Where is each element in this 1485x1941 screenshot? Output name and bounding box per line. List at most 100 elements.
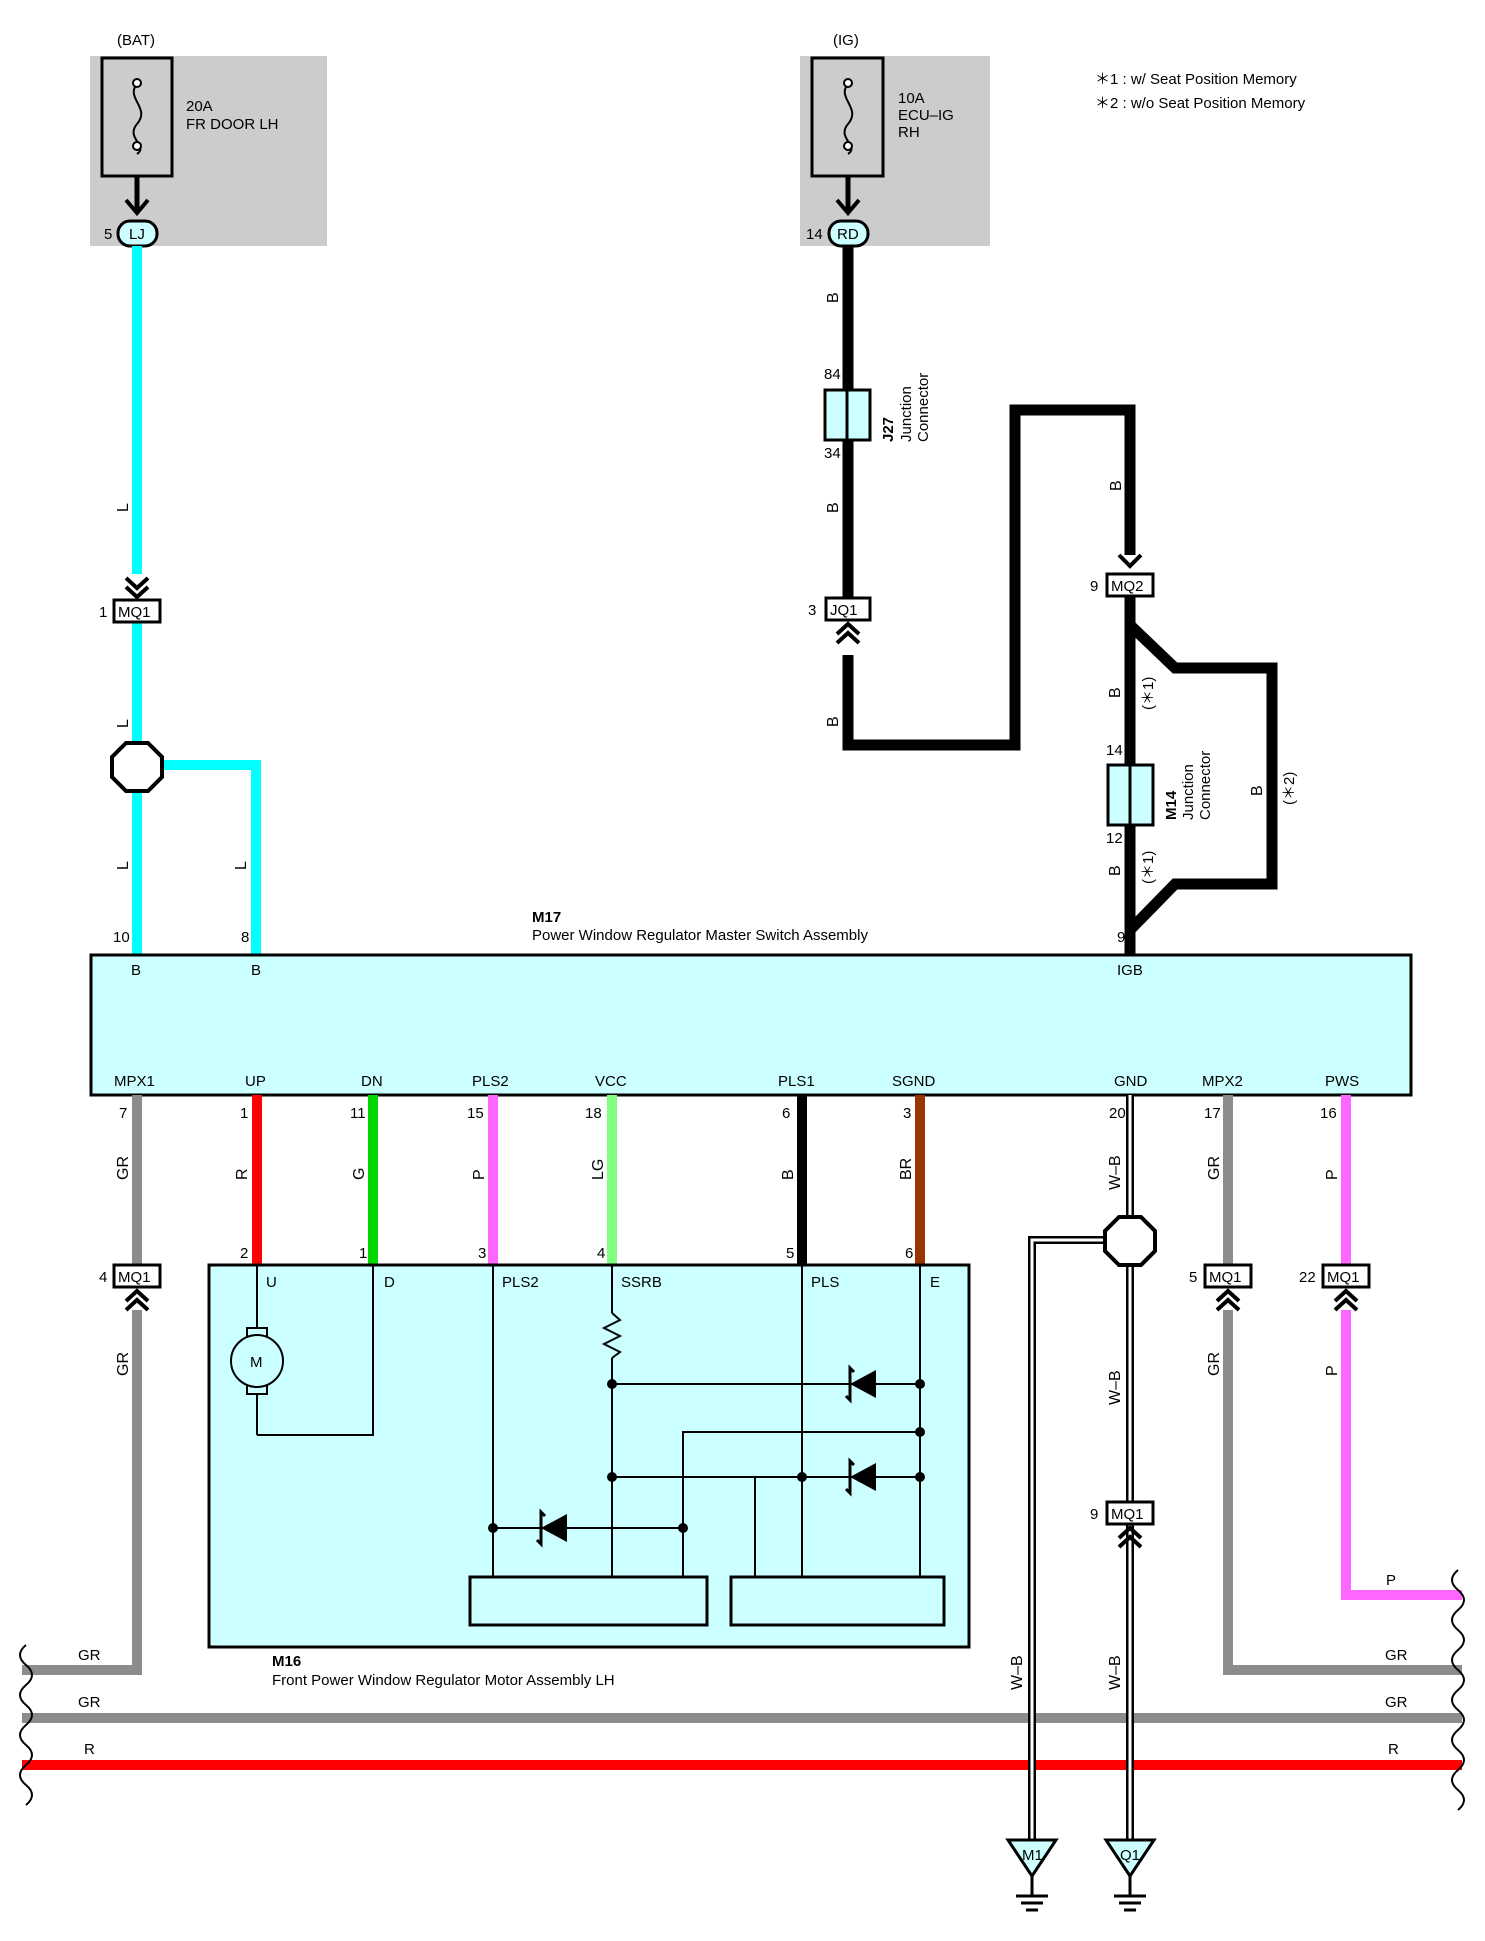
- connector-mq1-pws-pin: 22: [1299, 1269, 1316, 1286]
- wire-label-br: BR: [898, 1158, 915, 1180]
- wire-mpx2: GR GR GR: [1206, 1095, 1462, 1675]
- m17-pin-mpx1-label: MPX1: [114, 1073, 155, 1090]
- junction-j27-name-1: Junction: [898, 386, 915, 442]
- wire-pws: P P P: [1324, 1095, 1462, 1600]
- connector-mq2-label: MQ2: [1111, 578, 1144, 595]
- ic-block-left: [468, 1575, 709, 1627]
- m14-note-1b: (＊1): [1140, 851, 1157, 884]
- wire-label-l-1: L: [115, 503, 132, 512]
- wire-label-p-1: P: [471, 1169, 488, 1180]
- connector-rd-label: RD: [837, 226, 859, 243]
- ic-block-right: [729, 1575, 946, 1627]
- m17-pin-dn-label: DN: [361, 1073, 383, 1090]
- bus-label-r-left: R: [84, 1741, 95, 1758]
- wire-b: B B B B: [825, 246, 1143, 751]
- wire-label-b-7: B: [1249, 785, 1266, 796]
- connector-lj-pin: 5: [104, 226, 112, 243]
- m17-pin-pls2-label: PLS2: [472, 1073, 509, 1090]
- wire-label-l-4: L: [233, 861, 250, 870]
- wire-label-b-3: B: [825, 716, 842, 727]
- fuse-ig-name-2: RH: [898, 124, 920, 141]
- fuse-ig-name-1: ECU–IG: [898, 107, 954, 124]
- m16-id: M16: [272, 1653, 301, 1670]
- m17-pin-9-label: IGB: [1117, 962, 1143, 979]
- fuse-bat: (BAT) 20A FR DOOR LH LJ 5: [90, 32, 327, 248]
- connector-jq1-label: JQ1: [830, 602, 858, 619]
- junction-j27-pin-bottom: 34: [824, 445, 841, 462]
- connector-mq1-mpx2: MQ1 5: [1189, 1263, 1253, 1312]
- m17-pin-8-label: B: [251, 962, 261, 979]
- connector-mq1-mpx2-pin: 5: [1189, 1269, 1197, 1286]
- wire-label-wb-2: W–B: [1107, 1370, 1124, 1405]
- legend-note-1: ＊1 : w/ Seat Position Memory: [1095, 71, 1297, 88]
- m17-pin-mpx2-num: 17: [1204, 1105, 1221, 1122]
- junction-m14: 14 12 M14 Junction Connector: [1106, 742, 1214, 847]
- fuse-bat-name: FR DOOR LH: [186, 116, 279, 133]
- m17-pin-pws-num: 16: [1320, 1105, 1337, 1122]
- wire-label-b-6: B: [1107, 865, 1124, 876]
- connector-lj-label: LJ: [129, 226, 145, 243]
- m17-master-switch: M17 Power Window Regulator Master Switch…: [89, 909, 1413, 1122]
- m16-pin-e-label: E: [930, 1274, 940, 1291]
- connector-mq2: MQ2 9: [1090, 572, 1155, 598]
- fuse-ig: (IG) 10A ECU–IG RH RD 14: [800, 32, 990, 248]
- connector-mq1-pws-label: MQ1: [1327, 1269, 1360, 1286]
- wire-label-r: R: [234, 1168, 251, 1180]
- m17-pin-vcc-label: VCC: [595, 1073, 627, 1090]
- junction-m14-id: M14: [1163, 790, 1180, 820]
- wire-label-gr-5: GR: [1206, 1352, 1223, 1376]
- splice-l: [110, 741, 164, 793]
- wire-label-gr-4: GR: [1206, 1156, 1223, 1180]
- ground-q1: Q1: [1103, 1838, 1157, 1912]
- m16-pin-ssrb-label: SSRB: [621, 1274, 662, 1291]
- wire-label-wb-4: W–B: [1009, 1655, 1026, 1690]
- zener-diode-3: [535, 1508, 567, 1548]
- motor-icon: [230, 1334, 284, 1388]
- wire-label-g: G: [351, 1168, 368, 1180]
- wire-label-gr-3: GR: [78, 1647, 101, 1664]
- bus-label-r-right: R: [1388, 1741, 1399, 1758]
- fuse-ig-rating: 10A: [898, 90, 925, 107]
- m17-pin-pws-label: PWS: [1325, 1073, 1359, 1090]
- wire-label-lg: LG: [590, 1159, 607, 1180]
- m17-pin-9-num: 9: [1117, 929, 1125, 946]
- m16-pin-4-num: 4: [597, 1245, 605, 1262]
- connector-mq1-top: MQ1 1: [99, 576, 162, 624]
- connector-mq1-gnd-pin: 9: [1090, 1506, 1098, 1523]
- m16-pin-u-label: U: [266, 1274, 277, 1291]
- fuse-bat-supply: (BAT): [117, 32, 155, 49]
- connector-jq1: JQ1 3: [808, 596, 872, 645]
- m17-pin-mpx1-num: 7: [119, 1105, 127, 1122]
- fuse-ig-supply: (IG): [833, 32, 859, 49]
- m17-pin-sgnd-label: SGND: [892, 1073, 936, 1090]
- m16-pin-5-num: 5: [786, 1245, 794, 1262]
- m16-pin-d-label: D: [384, 1274, 395, 1291]
- ground-m1: M1: [1005, 1838, 1059, 1912]
- m17-pin-8-num: 8: [241, 929, 249, 946]
- m17-pin-up-num: 1: [240, 1105, 248, 1122]
- zener-diode-1: [844, 1364, 876, 1404]
- splice-gnd: [1103, 1215, 1157, 1267]
- zener-diode-2: [844, 1457, 876, 1497]
- connector-mq1-gnd: MQ1 9: [1090, 1500, 1155, 1549]
- m17-box: [89, 953, 1413, 1097]
- connector-mq1-pws: MQ1 22: [1299, 1263, 1371, 1312]
- ground-q1-label: Q1: [1120, 1847, 1140, 1864]
- connector-jq1-pin: 3: [808, 602, 816, 619]
- ground-m1-label: M1: [1022, 1847, 1043, 1864]
- connector-mq1-mpx2-label: MQ1: [1209, 1269, 1242, 1286]
- wire-label-p-2: P: [1324, 1169, 1341, 1180]
- m17-pin-10-label: B: [131, 962, 141, 979]
- wires-m17-m16: R G P LG B BR: [234, 1095, 925, 1265]
- m17-pin-mpx2-label: MPX2: [1202, 1073, 1243, 1090]
- m16-name: Front Power Window Regulator Motor Assem…: [272, 1672, 615, 1689]
- wire-label-b-1: B: [825, 292, 842, 303]
- junction-j27: 84 34 J27 Junction Connector: [823, 366, 932, 462]
- wire-label-gr-1: GR: [115, 1156, 132, 1180]
- fuse-ig-box: [810, 56, 885, 178]
- wire-label-b-4: B: [1108, 480, 1125, 491]
- wire-label-b-2: B: [825, 502, 842, 513]
- m17-name: Power Window Regulator Master Switch Ass…: [532, 927, 868, 944]
- fuse-bat-box: [100, 56, 174, 178]
- m17-pin-sgnd-num: 3: [903, 1105, 911, 1122]
